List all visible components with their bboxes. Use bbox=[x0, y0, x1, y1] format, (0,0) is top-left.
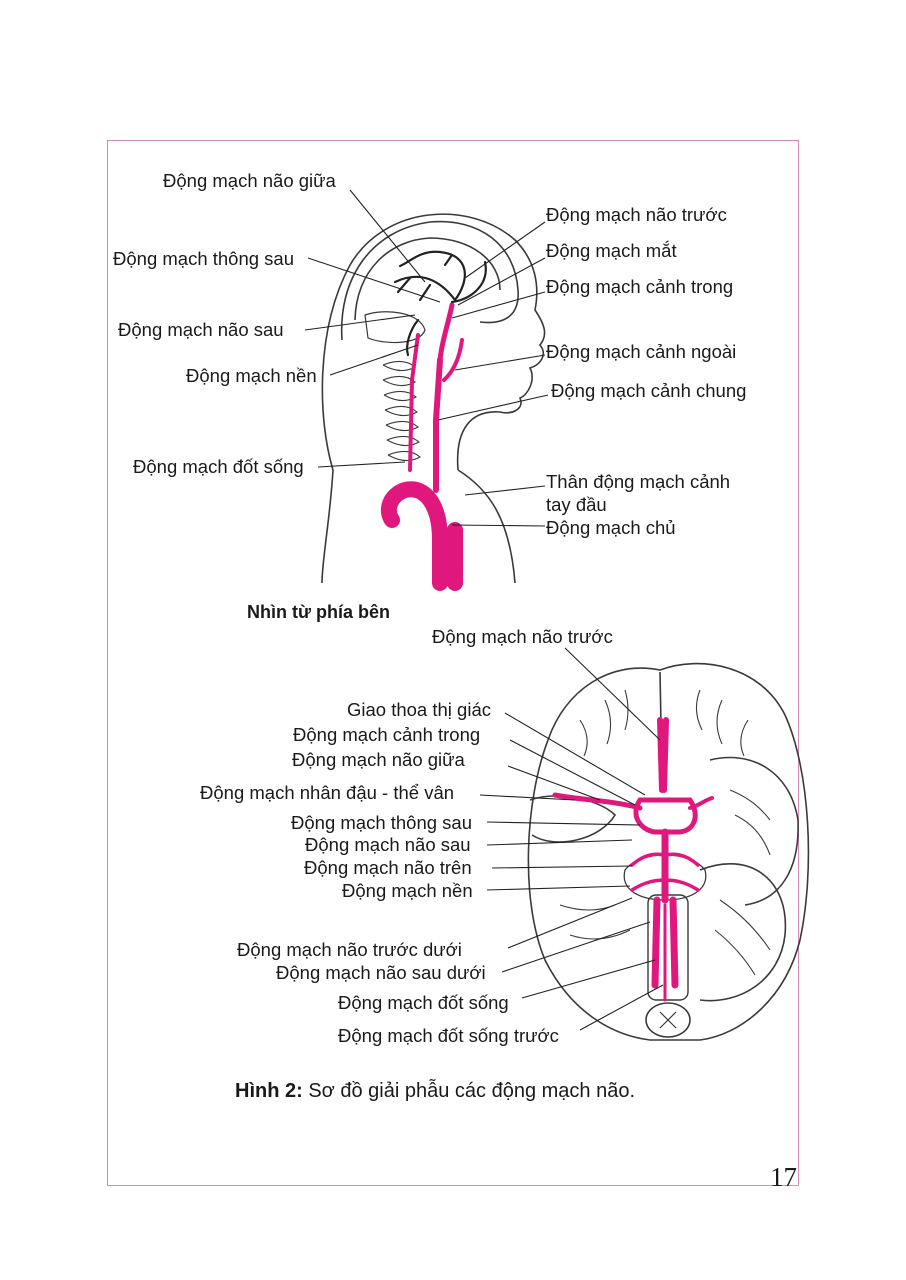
vertebrae bbox=[382, 360, 421, 462]
skull-inner bbox=[354, 237, 501, 321]
side-view-arteries bbox=[380, 302, 464, 591]
label-basilar-bottom: Động mạch nền bbox=[342, 880, 473, 901]
vertebral-artery bbox=[408, 333, 420, 472]
label-optic-chiasm: Giao thoa thị giác bbox=[347, 699, 491, 720]
label-brachiocephalic-1: Thân động mạch cảnh bbox=[546, 471, 731, 492]
label-basilar: Động mạch nền bbox=[186, 365, 317, 386]
label-middle-cerebral: Động mạch não giữa bbox=[163, 170, 336, 191]
bottom-view-leaders bbox=[479, 647, 664, 1031]
spinal-cord-section bbox=[645, 1002, 691, 1038]
head-outline bbox=[321, 213, 546, 471]
cerebellum-bottom bbox=[699, 863, 787, 1002]
shoulder-right bbox=[457, 469, 516, 584]
middle-cerebral-left bbox=[552, 792, 643, 811]
label-common-carotid: Động mạch cảnh chung bbox=[551, 380, 747, 401]
side-view-figure bbox=[321, 213, 546, 584]
aorta-arch bbox=[380, 481, 448, 591]
label-anterior-cerebral: Động mạch não trước bbox=[546, 204, 727, 225]
common-carotid bbox=[433, 357, 443, 493]
shoulder-left bbox=[321, 469, 334, 584]
page-frame bbox=[107, 140, 799, 1186]
brain-base-outline bbox=[527, 662, 810, 1041]
cerebral-vessels bbox=[393, 250, 487, 357]
label-aorta: Động mạch chủ bbox=[546, 517, 676, 538]
anterior-cerebral-bottom bbox=[657, 717, 669, 793]
label-internal-carotid-bottom: Động mạch cảnh trong bbox=[293, 724, 481, 745]
label-posterior-inferior-cerebellar: Động mạch não sau dưới bbox=[276, 962, 486, 983]
cerebellar-branches bbox=[630, 852, 700, 892]
label-brachiocephalic-2: tay đầu bbox=[546, 494, 607, 515]
page-number: 17 bbox=[770, 1162, 797, 1192]
gyri bbox=[559, 689, 771, 976]
label-internal-carotid: Động mạch cảnh trong bbox=[546, 276, 734, 297]
cerebellum bbox=[364, 311, 426, 344]
label-superior-cerebellar: Động mạch não trên bbox=[304, 857, 472, 878]
temporal-lobe-right bbox=[709, 756, 799, 906]
middle-cerebral-right bbox=[688, 796, 714, 810]
label-posterior-cerebral: Động mạch não sau bbox=[118, 319, 284, 340]
label-ophthalmic: Động mạch mắt bbox=[546, 240, 677, 261]
external-carotid bbox=[442, 338, 464, 382]
label-external-carotid: Động mạch cảnh ngoài bbox=[546, 341, 737, 362]
figure-caption: Hình 2: Sơ đồ giải phẫu các động mạch nã… bbox=[235, 1080, 635, 1103]
caption-prefix: Hình 2: bbox=[235, 1080, 303, 1102]
bottom-view-arteries bbox=[552, 717, 714, 1002]
side-view-title: Nhìn từ phía bên bbox=[247, 602, 391, 622]
caption-text: Sơ đồ giải phẫu các động mạch não. bbox=[302, 1080, 636, 1102]
side-view-leaders bbox=[304, 189, 549, 527]
label-anterior-spinal: Động mạch đốt sống trước bbox=[338, 1025, 559, 1046]
label-anterior-inferior-cerebellar: Động mạch não trước dưới bbox=[237, 939, 462, 960]
vertebral-bottom bbox=[651, 896, 679, 989]
label-posterior-communicating: Động mạch thông sau bbox=[113, 248, 295, 269]
label-lenticulostriate: Động mạch nhân đậu - thể vân bbox=[200, 782, 455, 803]
label-vertebral-bottom: Động mạch đốt sống bbox=[338, 992, 509, 1013]
label-anterior-cerebral-bottom: Động mạch não trước bbox=[432, 626, 613, 647]
label-middle-cerebral-bottom: Động mạch não giữa bbox=[292, 749, 465, 770]
label-posterior-cerebral-bottom: Động mạch não sau bbox=[305, 834, 471, 855]
label-posterior-communicating-bottom: Động mạch thông sau bbox=[291, 812, 473, 833]
circle-of-willis bbox=[633, 797, 698, 835]
internal-carotid bbox=[437, 302, 455, 363]
label-vertebral: Động mạch đốt sống bbox=[133, 456, 304, 477]
brain-outline bbox=[340, 220, 519, 341]
